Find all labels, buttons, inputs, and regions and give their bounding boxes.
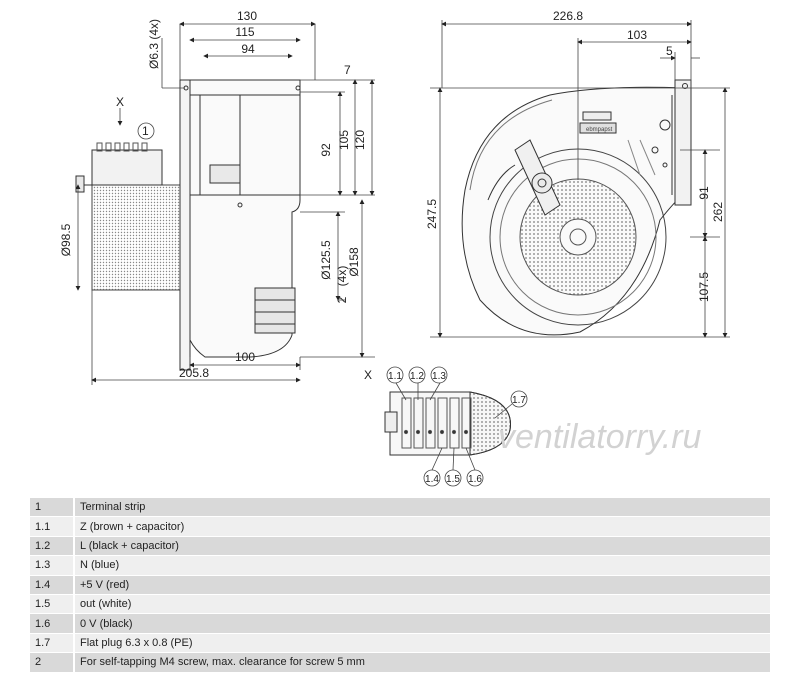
nameplate-text: ebmpapst bbox=[586, 127, 613, 133]
dim-d98-5: Ø98.5 bbox=[59, 223, 73, 256]
watermark: ventilatorry.ru bbox=[498, 418, 702, 456]
callout-1-4: 1.4 bbox=[425, 474, 439, 485]
legend-key: 1.2 bbox=[30, 536, 75, 557]
dim-100: 100 bbox=[235, 350, 255, 364]
legend-key: 1.5 bbox=[30, 594, 75, 615]
dim-91: 91 bbox=[697, 186, 711, 200]
dim-205-8: 205.8 bbox=[179, 366, 209, 380]
dim-d125-5: Ø125.5 bbox=[319, 240, 333, 280]
callout-1-2: 1.2 bbox=[410, 371, 424, 382]
legend-key: 1 bbox=[30, 498, 75, 518]
side-view-labels: 130 115 94 7 92 105 120 Ø6.3 (4x) Ø98.5 … bbox=[59, 9, 367, 380]
dim-5: 5 bbox=[666, 44, 673, 58]
dim-105: 105 bbox=[337, 130, 351, 150]
legend-row: 1.4+5 V (red) bbox=[30, 575, 770, 595]
motor-can bbox=[91, 184, 189, 291]
dim-262: 262 bbox=[711, 202, 725, 222]
legend-text: 0 V (black) bbox=[74, 613, 770, 634]
dim-107-5: 107.5 bbox=[697, 272, 711, 302]
dim-94: 94 bbox=[241, 42, 255, 56]
legend-text: For self-tapping M4 screw, max. clearanc… bbox=[74, 652, 770, 673]
legend-text: Terminal strip bbox=[74, 498, 770, 518]
callout-1: 1 bbox=[142, 124, 149, 138]
legend-text: out (white) bbox=[74, 594, 770, 615]
dim-247-5: 247.5 bbox=[425, 199, 439, 229]
detail-x-view bbox=[384, 366, 528, 487]
dim-115: 115 bbox=[235, 25, 254, 39]
detail-view-label-x: X bbox=[364, 368, 372, 382]
legend-text: N (blue) bbox=[74, 555, 770, 576]
dim-2: 2 bbox=[335, 296, 349, 303]
side-view bbox=[75, 21, 375, 385]
dim-4x: (4x) bbox=[335, 266, 349, 287]
front-view bbox=[430, 20, 730, 338]
legend-text: L (black + capacitor) bbox=[74, 536, 770, 557]
dim-92: 92 bbox=[319, 143, 333, 157]
detail-x-labels: X 1.1 1.2 1.3 1.7 1.4 1.5 1.6 bbox=[364, 368, 526, 485]
dim-120: 120 bbox=[353, 130, 367, 150]
view-label-x: X bbox=[116, 95, 124, 109]
dim-d158: Ø158 bbox=[347, 247, 361, 277]
cable-outlet bbox=[254, 287, 296, 334]
front-view-labels: 226.8 103 5 247.5 91 262 107.5 ebmpapst bbox=[425, 9, 725, 302]
legend-key: 1.4 bbox=[30, 575, 75, 595]
dim-d6-3: Ø6.3 (4x) bbox=[147, 19, 161, 69]
legend-text: Flat plug 6.3 x 0.8 (PE) bbox=[74, 633, 770, 654]
dim-226-8: 226.8 bbox=[553, 9, 583, 23]
legend-key: 1.3 bbox=[30, 555, 75, 576]
dim-7: 7 bbox=[344, 63, 351, 77]
callout-1-3: 1.3 bbox=[432, 371, 446, 382]
dim-103: 103 bbox=[627, 28, 647, 42]
callout-1-1: 1.1 bbox=[388, 371, 402, 382]
callout-1-7: 1.7 bbox=[512, 395, 526, 406]
legend-key: 1.1 bbox=[30, 516, 75, 537]
callout-1-5: 1.5 bbox=[446, 474, 460, 485]
mounting-flange bbox=[179, 79, 191, 371]
dim-130: 130 bbox=[237, 9, 257, 23]
legend-key: 2 bbox=[30, 652, 75, 673]
terminal-block bbox=[91, 149, 163, 186]
legend-key: 1.7 bbox=[30, 633, 75, 654]
technical-drawing: 130 115 94 7 92 105 120 Ø6.3 (4x) Ø98.5 … bbox=[59, 9, 730, 487]
legend-text: +5 V (red) bbox=[74, 575, 770, 595]
legend-text: Z (brown + capacitor) bbox=[74, 516, 770, 537]
legend-key: 1.6 bbox=[30, 613, 75, 634]
callout-1-6: 1.6 bbox=[468, 474, 482, 485]
